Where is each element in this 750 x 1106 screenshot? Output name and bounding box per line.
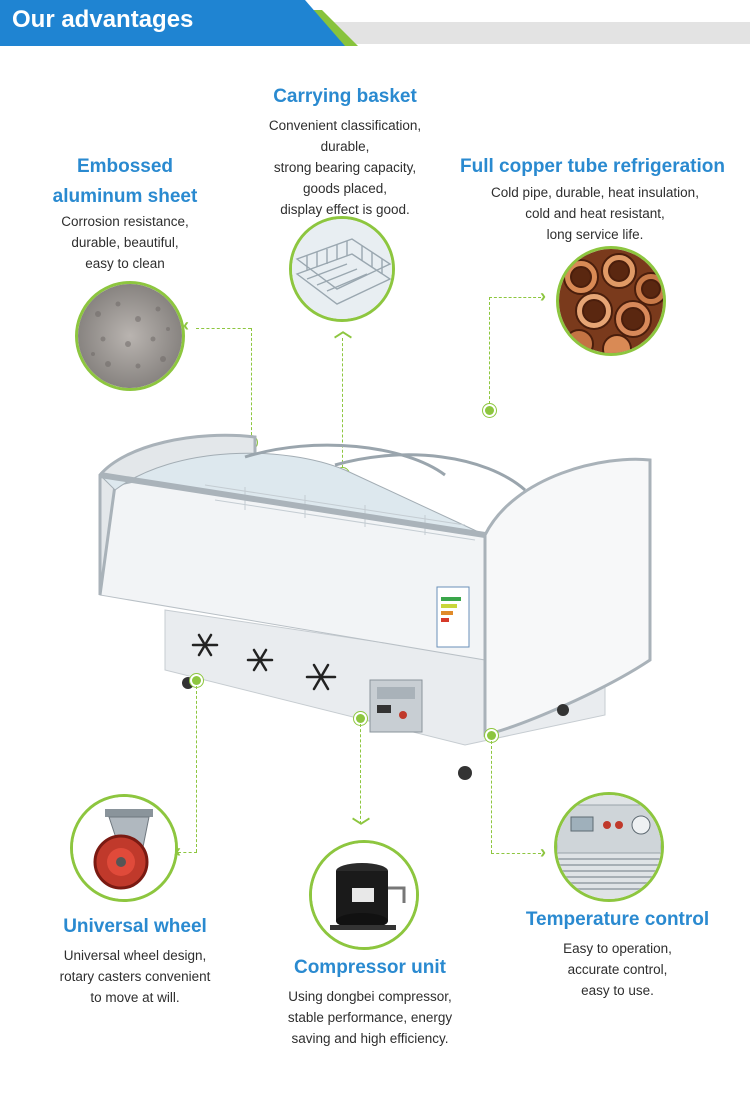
copper-chevron-icon: › xyxy=(540,286,546,306)
embossed-connector-v xyxy=(251,328,252,440)
compressor-title: Compressor unit xyxy=(293,957,447,978)
compressor-chevron-icon: ﹀ xyxy=(352,817,370,837)
temperature-title: Temperature control xyxy=(525,909,710,930)
compressor-connector xyxy=(360,724,361,824)
wheel-connector-v xyxy=(196,686,197,852)
embossed-description: Corrosion resistance, durable, beautiful… xyxy=(61,214,189,271)
basket-connector xyxy=(342,338,343,473)
copper-description: Cold pipe, durable, heat insulation, col… xyxy=(491,185,699,242)
basket-title: Carrying basket xyxy=(273,86,417,107)
temperature-connector-h xyxy=(491,853,541,854)
copper-title: Full copper tube refrigeration xyxy=(460,156,725,177)
basket-chevron-icon: ︿ xyxy=(334,321,352,341)
wire-basket-icon xyxy=(289,216,395,322)
copper-pipes-icon xyxy=(556,246,666,356)
page-title: Our advantages xyxy=(12,6,194,33)
wheel-marker xyxy=(192,676,201,685)
temperature-chevron-icon: › xyxy=(540,842,546,862)
embossed-connector-h xyxy=(196,328,251,329)
caster-wheel-icon xyxy=(70,794,178,902)
freezer-product-image xyxy=(85,415,665,790)
copper-connector-h xyxy=(489,297,541,298)
embossed-title: Embossed aluminum sheet xyxy=(52,156,198,207)
temperature-connector-v xyxy=(491,741,492,853)
compressor-marker xyxy=(356,714,365,723)
compressor-description: Using dongbei compressor, stable perform… xyxy=(287,989,453,1046)
basket-description: Convenient classification, durable, stro… xyxy=(268,118,422,217)
header-banner xyxy=(0,0,345,46)
wheel-description: Universal wheel design, rotary casters c… xyxy=(59,948,211,1005)
compressor-icon xyxy=(309,840,419,950)
wheel-title: Universal wheel xyxy=(63,916,207,937)
temperature-description: Easy to operation, accurate control, eas… xyxy=(563,941,672,998)
wheel-connector-h xyxy=(178,852,197,853)
embossed-chevron-icon: ‹ xyxy=(183,315,189,335)
temperature-marker xyxy=(487,731,496,740)
wheel-chevron-icon: ‹ xyxy=(175,841,181,861)
control-panel-icon xyxy=(554,792,664,902)
copper-marker xyxy=(485,406,494,415)
embossed-texture-icon xyxy=(75,281,185,391)
banner-grey-strip xyxy=(310,22,750,44)
copper-connector-v xyxy=(489,297,490,409)
